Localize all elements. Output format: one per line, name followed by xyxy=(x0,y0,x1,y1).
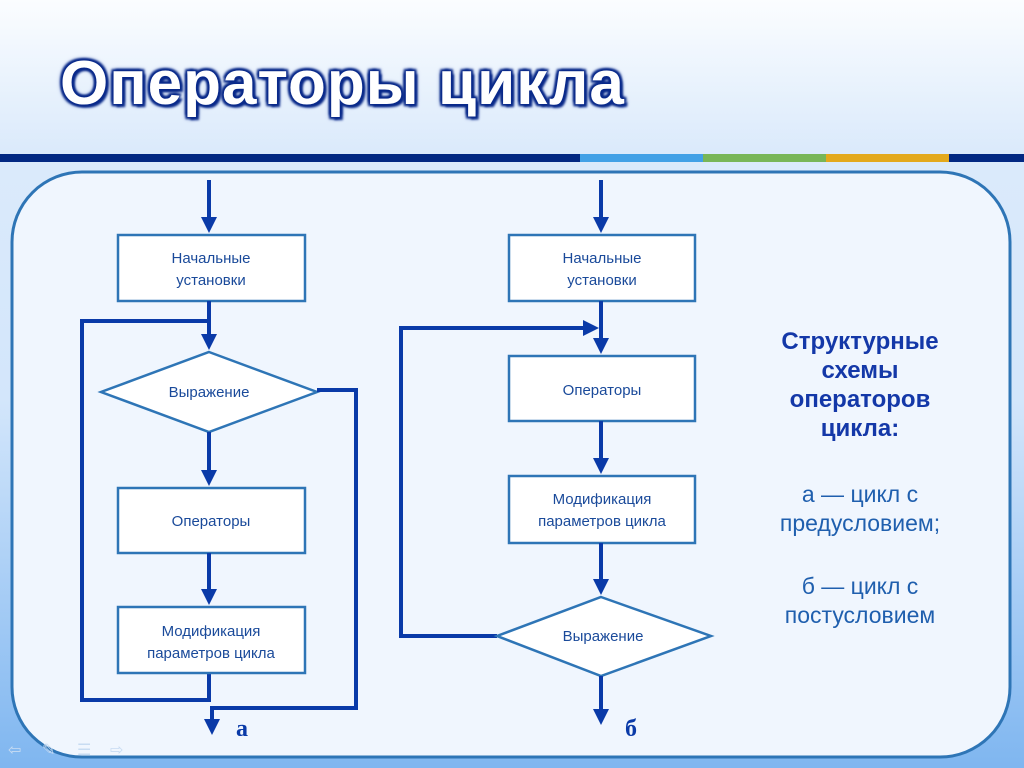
flowchart-a: Начальные установки Выражение Операторы … xyxy=(80,180,358,742)
heading-line: Структурные xyxy=(781,328,939,355)
flowchart-b: Начальные установки Операторы Модификаци… xyxy=(399,180,715,742)
item-line: б — цикл с xyxy=(801,573,919,599)
stripe xyxy=(949,154,1024,162)
modify-label: Модификация xyxy=(162,623,261,640)
item-line: постусловием xyxy=(784,602,936,628)
diagram-label-b: б xyxy=(625,716,637,742)
body-label: Операторы xyxy=(172,513,251,530)
stripe xyxy=(580,154,703,162)
body-box xyxy=(116,486,307,555)
stripe xyxy=(0,154,580,162)
heading-line: операторов xyxy=(789,386,931,413)
body-box xyxy=(507,354,697,423)
stripe xyxy=(703,154,826,162)
menu-icon[interactable]: ☰ xyxy=(77,742,92,759)
diagram-label-a: а xyxy=(236,716,248,742)
modify-label: параметров цикла xyxy=(538,513,666,530)
init-label: установки xyxy=(567,272,636,289)
init-box xyxy=(116,233,307,303)
condition-label: Выражение xyxy=(169,384,250,401)
side-item-b: б — цикл с постусловием xyxy=(760,572,960,630)
heading-line: схемы xyxy=(821,357,899,384)
init-label: Начальные xyxy=(172,250,251,267)
arrow-left-icon[interactable]: ⇦ xyxy=(8,742,22,759)
side-heading: Структурные схемы операторов цикла: xyxy=(760,327,960,443)
pen-icon[interactable]: ✎ xyxy=(42,742,56,759)
slide-title: Операторы цикла xyxy=(60,49,625,118)
item-line: предусловием; xyxy=(779,510,941,536)
modify-box xyxy=(116,605,307,675)
modify-label: параметров цикла xyxy=(147,645,275,662)
stripe xyxy=(826,154,949,162)
arrow-right-icon[interactable]: ⇨ xyxy=(110,742,124,759)
init-box xyxy=(507,233,697,303)
init-label: установки xyxy=(176,272,245,289)
modify-label: Модификация xyxy=(553,491,652,508)
item-line: а — цикл с xyxy=(801,481,919,507)
condition-label: Выражение xyxy=(563,628,644,645)
side-item-a: а — цикл с предусловием; xyxy=(760,480,960,538)
body-label: Операторы xyxy=(563,382,642,399)
init-label: Начальные xyxy=(563,250,642,267)
heading-line: цикла: xyxy=(820,415,900,442)
modify-box xyxy=(507,474,697,545)
